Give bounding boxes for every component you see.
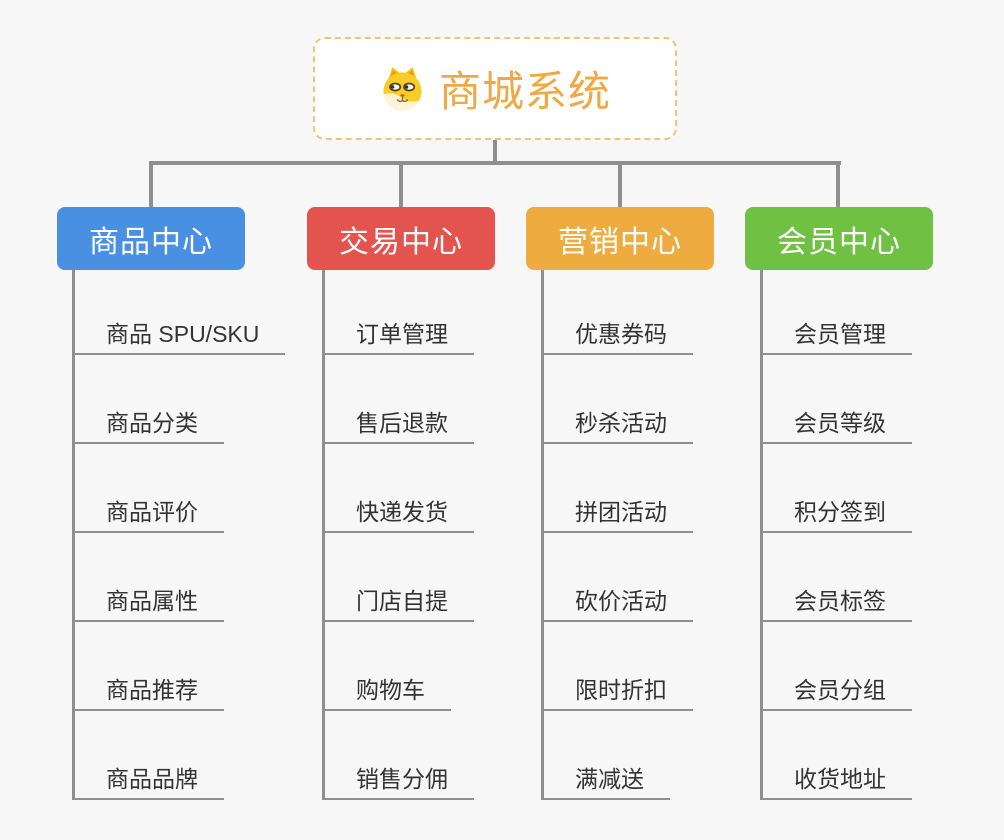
leaf-node[interactable]: 满减送 — [541, 764, 670, 800]
branch-trade-center: 交易中心 订单管理 售后退款 快递发货 门店自提 购物车 销售分佣 — [307, 207, 557, 807]
leaf-node[interactable]: 门店自提 — [322, 586, 474, 622]
leaf-node[interactable]: 会员标签 — [760, 586, 912, 622]
leaf-node[interactable]: 限时折扣 — [541, 675, 693, 711]
leaf-node[interactable]: 秒杀活动 — [541, 408, 693, 444]
connector-trunk — [322, 270, 325, 800]
leaf-node[interactable]: 商品分类 — [72, 408, 224, 444]
branch-marketing-center: 营销中心 优惠券码 秒杀活动 拼团活动 砍价活动 限时折扣 满减送 — [526, 207, 776, 807]
leaf-node[interactable]: 积分签到 — [760, 497, 912, 533]
leaf-node[interactable]: 销售分佣 — [322, 764, 474, 800]
leaf-node[interactable]: 拼团活动 — [541, 497, 693, 533]
leaf-node[interactable]: 砍价活动 — [541, 586, 693, 622]
root-title: 商城系统 — [438, 68, 611, 115]
leaf-node[interactable]: 订单管理 — [322, 319, 474, 355]
connector-trunk — [760, 270, 763, 800]
leaf-node[interactable]: 商品品牌 — [72, 764, 224, 800]
leaf-node[interactable]: 商品 SPU/SKU — [72, 319, 286, 355]
connector-root-drop — [493, 140, 497, 164]
connector-drop-member — [836, 161, 840, 207]
branch-node-member-center[interactable]: 会员中心 — [745, 207, 933, 270]
connector-trunk — [541, 270, 544, 800]
connector-trunk — [72, 270, 75, 800]
branch-member-center: 会员中心 会员管理 会员等级 积分签到 会员标签 会员分组 收货地址 — [745, 207, 995, 807]
connector-drop-product — [149, 161, 153, 207]
connector-drop-marketing — [618, 161, 622, 207]
leaf-node[interactable]: 商品评价 — [72, 497, 224, 533]
leaf-node[interactable]: 快递发货 — [322, 497, 474, 533]
leaf-node[interactable]: 会员分组 — [760, 675, 912, 711]
root-node[interactable]: 商城系统 — [313, 37, 677, 140]
leaf-node[interactable]: 优惠券码 — [541, 319, 693, 355]
connector-drop-trade — [399, 161, 403, 207]
dog-face-icon — [383, 67, 422, 111]
leaf-node[interactable]: 收货地址 — [760, 764, 912, 800]
leaf-node[interactable]: 会员等级 — [760, 408, 912, 444]
leaf-node[interactable]: 售后退款 — [322, 408, 474, 444]
leaf-node[interactable]: 会员管理 — [760, 319, 912, 355]
leaf-node[interactable]: 商品推荐 — [72, 675, 224, 711]
branch-node-trade-center[interactable]: 交易中心 — [307, 207, 495, 270]
branch-node-marketing-center[interactable]: 营销中心 — [526, 207, 714, 270]
leaf-node[interactable]: 商品属性 — [72, 586, 224, 622]
branch-product-center: 商品中心 商品 SPU/SKU 商品分类 商品评价 商品属性 商品推荐 商品品牌 — [57, 207, 307, 807]
branch-node-product-center[interactable]: 商品中心 — [57, 207, 245, 270]
connector-bus — [149, 161, 841, 165]
leaf-node[interactable]: 购物车 — [322, 675, 451, 711]
